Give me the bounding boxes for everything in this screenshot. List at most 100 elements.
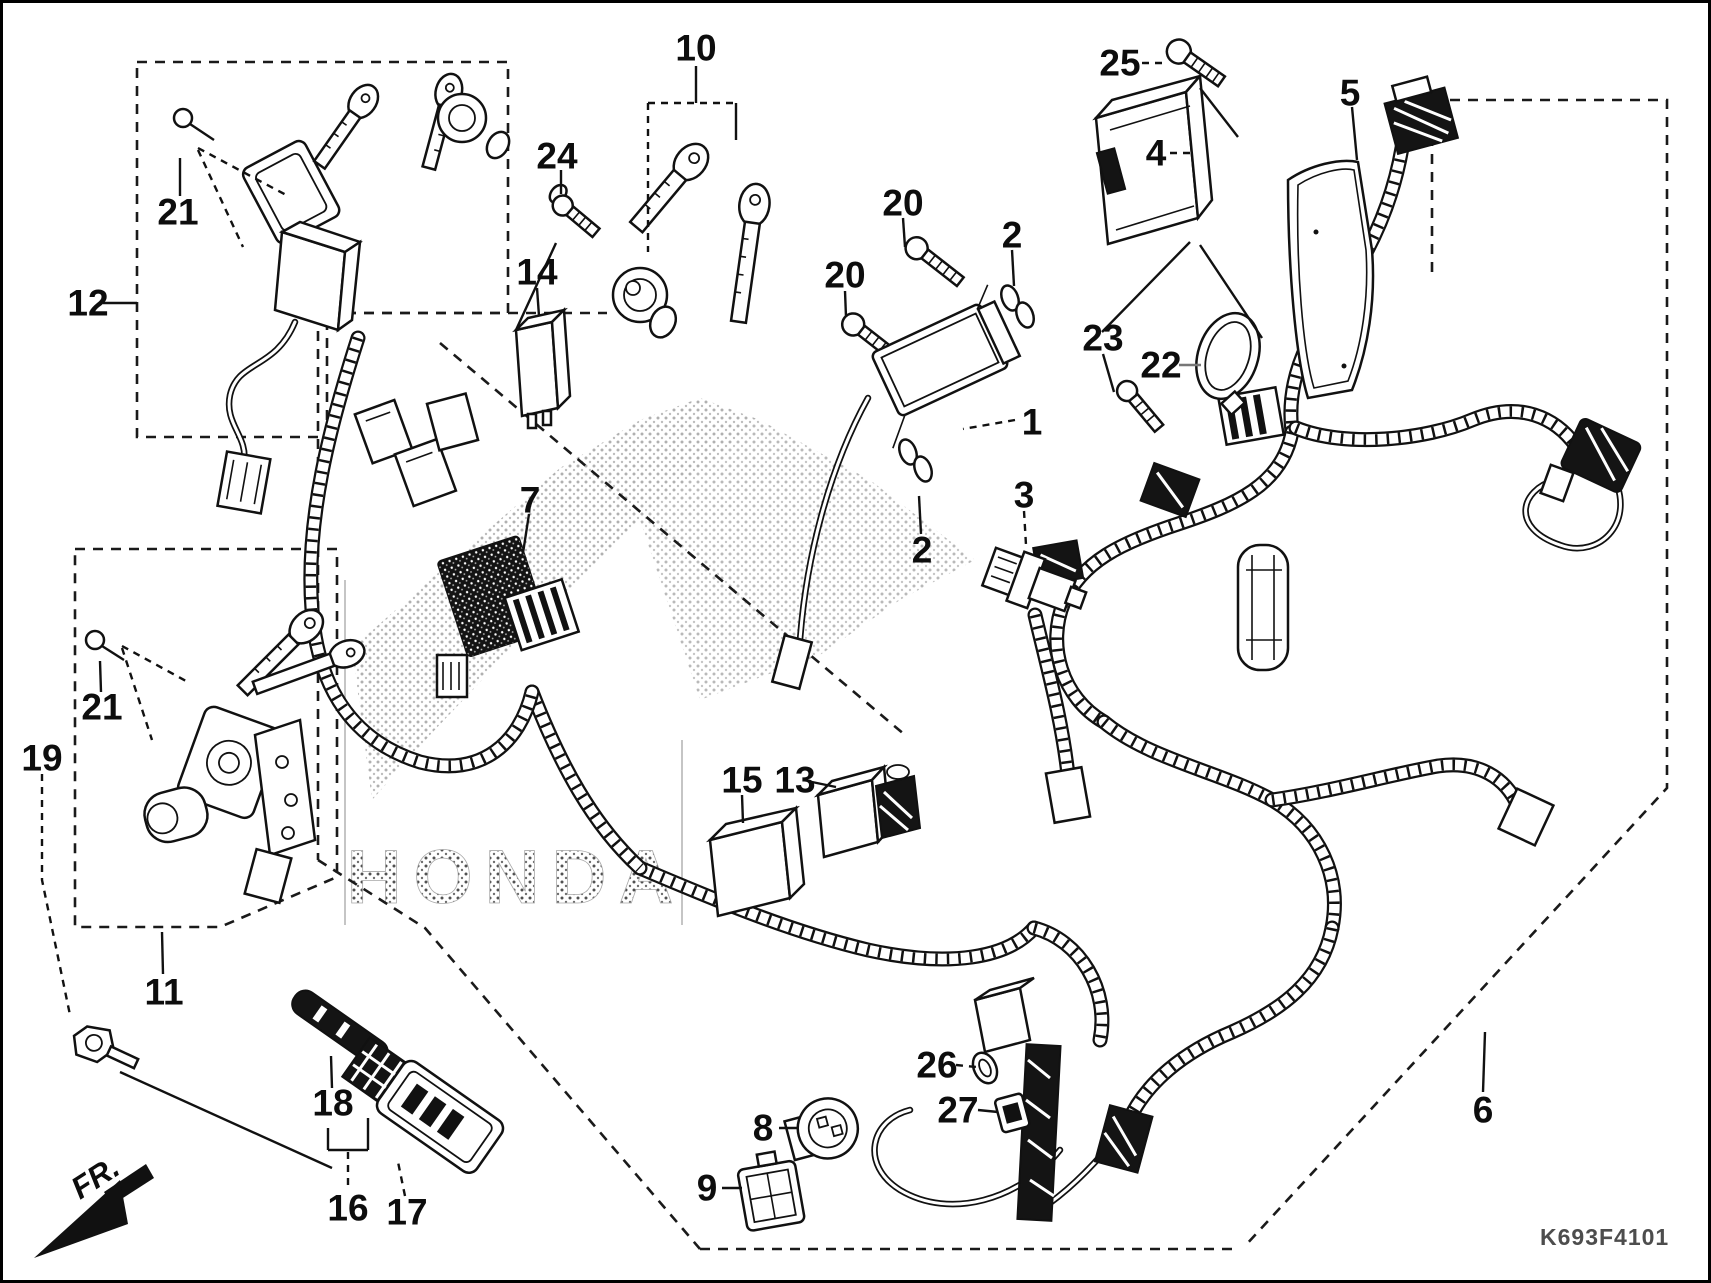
bolt-23 <box>1115 379 1165 434</box>
harness-tube <box>1051 426 1298 728</box>
key-blank-b <box>729 182 771 325</box>
ignition-coil-assembly <box>770 235 1092 825</box>
harness-tube <box>527 690 644 872</box>
group-box-12 <box>135 60 510 439</box>
wing-watermark-right <box>640 420 975 700</box>
fuse-cluster <box>291 989 505 1175</box>
harness-wire <box>798 396 870 642</box>
part-label-21: 21 <box>157 192 198 233</box>
part-label-17: 17 <box>386 1192 427 1233</box>
part-label-21: 21 <box>81 687 122 728</box>
bolt-19 <box>72 1025 140 1070</box>
part-label-18: 18 <box>312 1083 353 1124</box>
part-label-10: 10 <box>675 28 716 69</box>
part-label-20: 20 <box>824 255 865 296</box>
part-label-25: 25 <box>1099 43 1140 84</box>
cdi-unit <box>1092 38 1227 246</box>
harness-tube <box>1028 922 1108 1046</box>
switch-body <box>241 139 341 245</box>
plug-boot <box>770 633 814 691</box>
harness-wire <box>1524 468 1622 550</box>
lock-tail <box>243 847 293 905</box>
diagram-code: K693F4101 <box>1540 1224 1669 1250</box>
connector-8 <box>782 1097 860 1162</box>
fuse-holder-17 <box>375 1059 505 1175</box>
harness-bottom-connector <box>1093 1104 1154 1174</box>
spark-plug <box>980 546 1088 613</box>
harness-tube <box>1290 406 1582 452</box>
harness-tube <box>1029 613 1074 776</box>
part-label-13: 13 <box>774 760 815 801</box>
key-a-icon <box>312 83 380 171</box>
part-label-26: 26 <box>916 1045 957 1086</box>
harness-tube <box>1266 759 1524 812</box>
band-22 <box>1195 311 1261 417</box>
harness-tube <box>305 336 538 772</box>
right-connector-terminal <box>1538 463 1576 503</box>
part-label-11: 11 <box>144 972 183 1013</box>
screw-21-top <box>172 107 194 129</box>
connector-a <box>353 398 414 465</box>
flange-bolt-20a <box>904 235 966 288</box>
harness-top-connector <box>1383 75 1460 156</box>
part-label-24: 24 <box>536 136 578 177</box>
relay-15 <box>705 805 806 918</box>
connector-9 <box>736 1150 806 1232</box>
harness-tube <box>637 863 1038 965</box>
ignition-switch-assembly <box>172 72 511 515</box>
harness-tube <box>1032 922 1108 1042</box>
key-c-icon <box>235 608 325 698</box>
relay-14 <box>512 307 572 430</box>
part-label-20: 20 <box>882 183 923 224</box>
harness-tube <box>634 862 1040 965</box>
connector-b <box>393 437 458 508</box>
honda-watermark-text: HONDA <box>347 835 686 920</box>
part-label-7: 7 <box>520 480 541 521</box>
harness-connectors <box>973 75 1642 1222</box>
ignition-coil <box>871 284 1022 449</box>
part-label-1: 1 <box>1022 402 1043 443</box>
switch-connector <box>216 450 272 515</box>
connector-c <box>425 392 480 452</box>
clip-26 <box>971 1051 999 1085</box>
cover-plate <box>1286 159 1375 400</box>
harness-tube <box>1120 920 1340 1130</box>
fuse-27 <box>993 1092 1031 1134</box>
part-label-4: 4 <box>1146 133 1167 174</box>
branch-end-connector <box>1496 786 1556 848</box>
center-connectors <box>353 307 581 699</box>
lock-cylinder-lower <box>143 786 209 844</box>
key-blank-a <box>628 142 710 234</box>
part-label-19: 19 <box>21 738 62 779</box>
connector-block-7 <box>437 535 581 657</box>
part-label-22: 22 <box>1140 345 1181 386</box>
key-d-icon <box>251 638 366 696</box>
screw-21-lower <box>84 629 106 651</box>
part-label-9: 9 <box>697 1168 718 1209</box>
relay-13 <box>813 764 922 859</box>
bolt-25 <box>1165 38 1227 89</box>
relay-group <box>705 764 922 918</box>
part-label-5: 5 <box>1340 73 1361 114</box>
fr-arrow-head <box>34 1180 128 1258</box>
clip-2b <box>898 438 933 483</box>
harness-wire <box>225 318 299 466</box>
center-box-diagonal <box>439 342 906 736</box>
part-label-14: 14 <box>516 252 558 293</box>
fr-direction-arrow: FR. <box>34 1149 154 1258</box>
handle-lock-assembly <box>72 608 366 1070</box>
part-label-16: 16 <box>327 1188 368 1229</box>
lower-left-diagonal <box>317 858 701 1250</box>
part-label-12: 12 <box>67 283 108 324</box>
harness-wire <box>227 320 297 464</box>
harness-branch-connector-a <box>1139 461 1201 519</box>
harness-tube <box>1123 926 1338 1125</box>
band-and-bolt <box>1115 311 1261 434</box>
fuel-unit-capsule <box>1236 543 1290 672</box>
lower-connectors <box>736 1051 1031 1232</box>
switch-housing-side <box>336 239 362 333</box>
